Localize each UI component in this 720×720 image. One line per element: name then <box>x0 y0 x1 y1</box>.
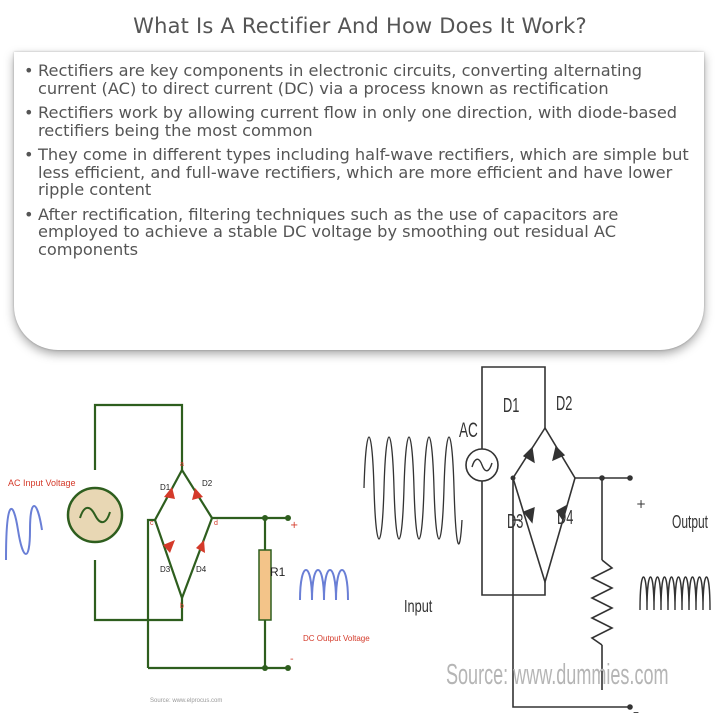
node-a: a <box>180 461 184 468</box>
dc-output-wave <box>299 569 349 601</box>
diode-icon <box>522 506 535 524</box>
label-r1: R1 <box>270 565 286 579</box>
output-label: Output <box>672 513 708 533</box>
minus-sign: - <box>290 654 294 665</box>
input-label: Input <box>404 597 433 617</box>
diode-icon <box>196 540 205 553</box>
plus-sign: + <box>290 520 298 531</box>
label-d1: D1 <box>160 483 171 492</box>
node-d: d <box>214 520 218 527</box>
ac-input-label: AC Input Voltage <box>8 478 76 488</box>
label-d4: D4 <box>196 565 207 574</box>
bullet-item: They come in different types including h… <box>22 146 702 199</box>
output-wave <box>639 576 711 611</box>
bullet-item: After rectification, filtering technique… <box>22 205 702 259</box>
label-d4: D4 <box>557 506 573 529</box>
label-d2: D2 <box>556 392 572 415</box>
diode-icon <box>552 445 566 462</box>
ac-label: AC <box>459 418 478 442</box>
diode-icon <box>163 540 175 553</box>
label-d3: D3 <box>507 510 523 533</box>
minus-sign: – <box>633 705 639 719</box>
resistor-icon <box>258 549 272 621</box>
input-sine-wave <box>363 436 463 545</box>
left-wires <box>93 403 288 670</box>
resistor-icon <box>590 559 614 646</box>
diode-icon <box>556 504 567 522</box>
diode-icon <box>522 446 535 464</box>
right-wires <box>481 366 630 708</box>
diode-icon <box>164 487 175 499</box>
node-b: b <box>180 603 184 610</box>
sine-icon <box>79 506 111 524</box>
card-top-fill <box>0 0 720 52</box>
sine-icon <box>471 458 493 472</box>
left-diodes <box>163 487 205 553</box>
label-d1: D1 <box>503 394 519 417</box>
diode-icon <box>192 488 203 500</box>
bullet-list: Rectifiers are key components in electro… <box>22 62 702 265</box>
source-credit-left: Source: www.elprocus.com <box>150 698 222 704</box>
left-circuit: AC Input Voltage D1 D2 D3 D4 a b <box>5 403 370 704</box>
label-d2: D2 <box>202 479 213 488</box>
source-credit-right: Source: www.dummies.com <box>446 659 669 691</box>
ac-input-wave <box>5 505 43 561</box>
right-terminals <box>510 475 633 710</box>
node-c: c <box>150 520 154 527</box>
page-title: What Is A Rectifier And How Does It Work… <box>133 14 587 38</box>
dc-output-label: DC Output Voltage <box>303 634 370 643</box>
right-diodes <box>522 445 567 524</box>
label-d3: D3 <box>160 565 171 574</box>
right-circuit: Input AC D1 D2 D3 D4 <box>363 366 711 719</box>
plus-sign: + <box>636 497 646 511</box>
bullet-item: Rectifiers are key components in electro… <box>22 62 702 97</box>
summary-card <box>14 52 704 350</box>
bullet-item: Rectifiers work by allowing current flow… <box>22 104 702 139</box>
terminals <box>262 515 291 671</box>
